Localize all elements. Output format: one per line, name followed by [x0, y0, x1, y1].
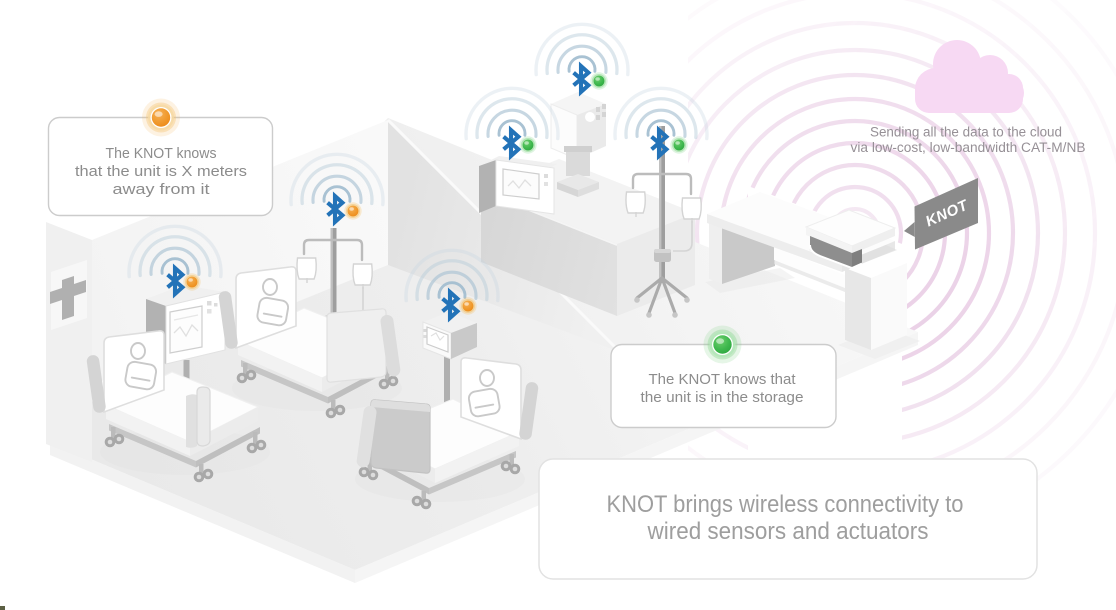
svg-text:via low-cost, low-bandwidth CA: via low-cost, low-bandwidth CAT-M/NB [851, 140, 1086, 155]
svg-text:KNOT brings wireless connectiv: KNOT brings wireless connectivity to [607, 491, 964, 518]
svg-text:that the unit is X meters: that the unit is X meters [75, 164, 247, 180]
svg-text:the unit is in the storage: the unit is in the storage [641, 390, 804, 406]
svg-text:The KNOT knows that: The KNOT knows that [649, 372, 796, 388]
svg-text:The KNOT knows: The KNOT knows [106, 146, 217, 162]
svg-text:Sending all the data to the cl: Sending all the data to the cloud [870, 125, 1062, 140]
svg-text:away from it: away from it [113, 182, 210, 198]
svg-text:wired sensors and actuators: wired sensors and actuators [647, 518, 929, 545]
